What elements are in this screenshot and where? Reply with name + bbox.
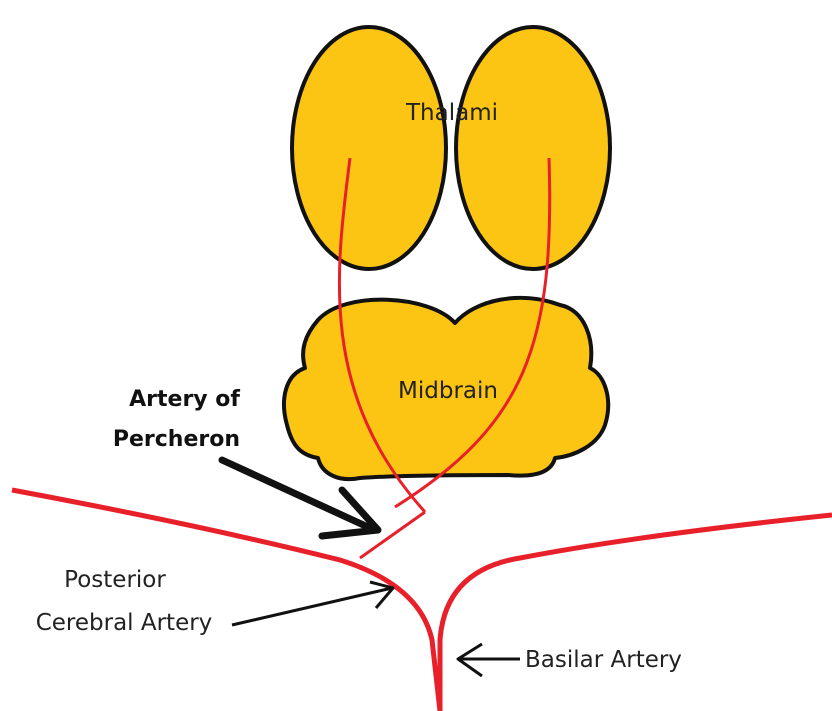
right-thalamus — [456, 27, 610, 269]
basilar-label: Basilar Artery — [525, 647, 682, 673]
left-thalamus — [292, 27, 446, 269]
pca-arrowhead — [370, 582, 393, 608]
pca-label-line1: Posterior — [64, 567, 166, 593]
midbrain-label: Midbrain — [398, 378, 498, 404]
percheron-label-line1: Artery of — [129, 387, 240, 412]
right-posterior-cerebral-artery — [440, 515, 832, 711]
pca-arrow-shaft — [232, 588, 392, 625]
thalami-label: Thalami — [405, 100, 498, 126]
pca-label-line2: Cerebral Artery — [36, 610, 213, 636]
percheron-label-line2: Percheron — [113, 427, 240, 452]
